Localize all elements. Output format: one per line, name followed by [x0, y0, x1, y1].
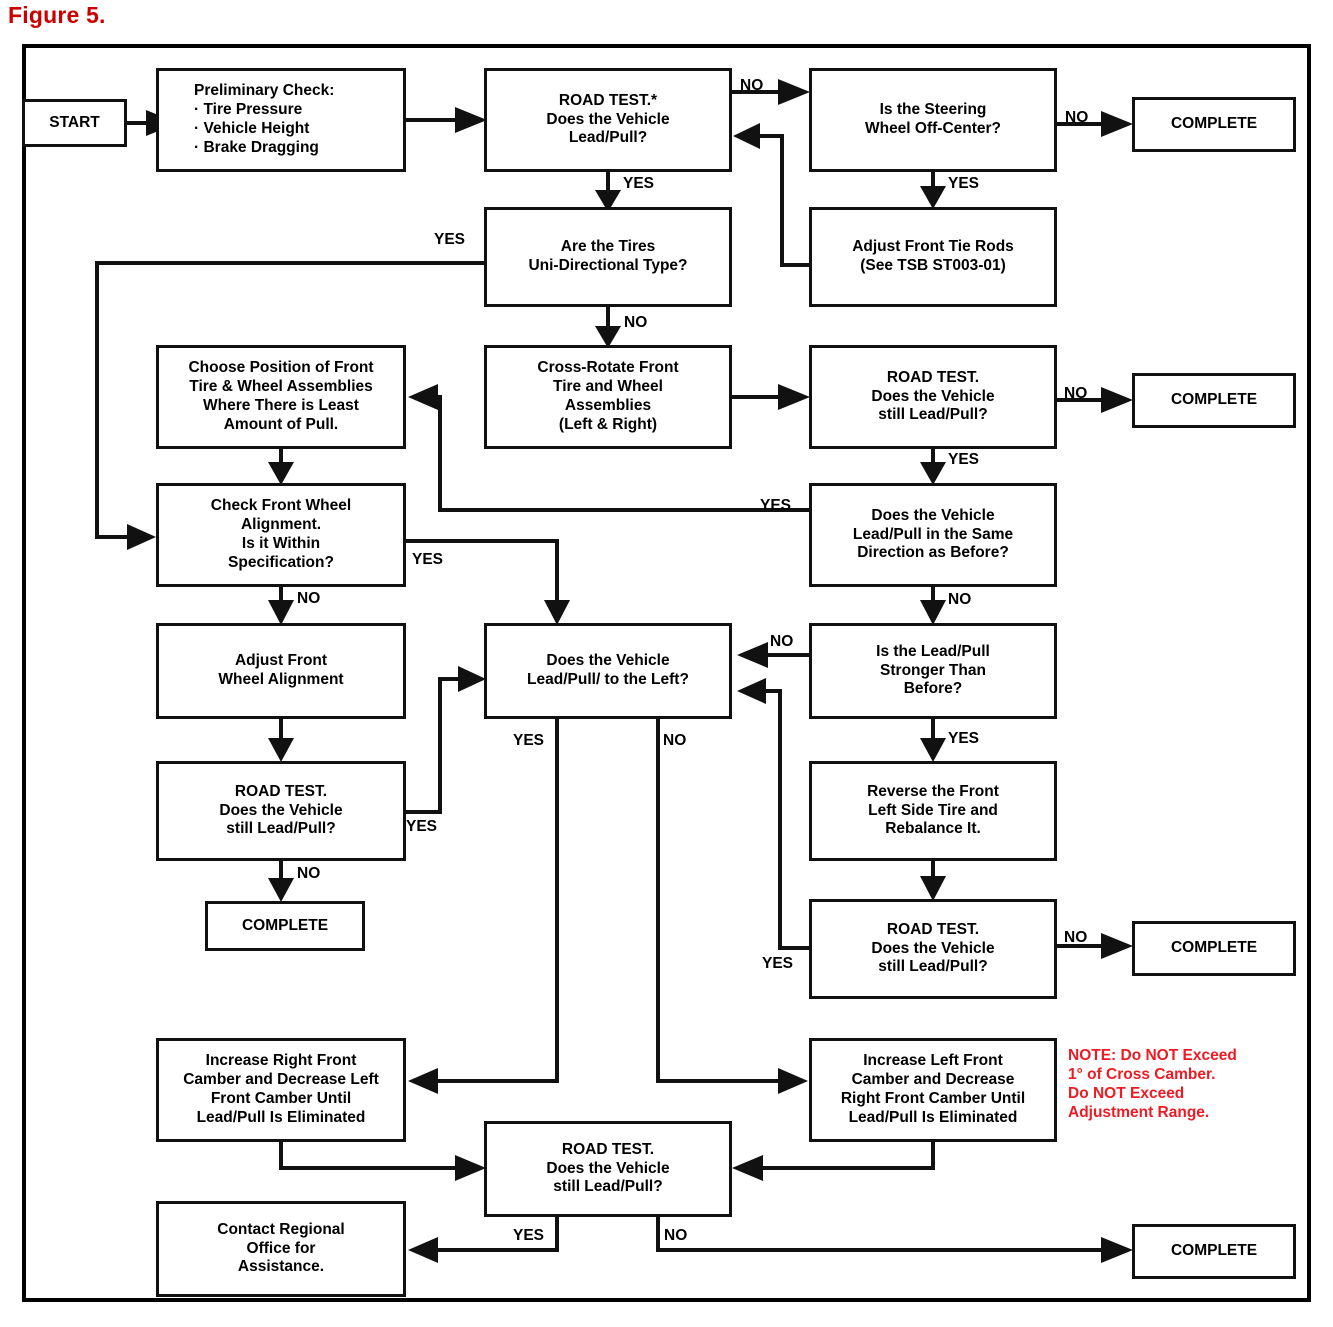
edge-label-stronger-no: NO	[770, 633, 794, 650]
edge-label-rt4-no: NO	[1064, 929, 1088, 946]
node-complete-4[interactable]: COMPLETE	[1132, 921, 1296, 976]
node-check-alignment[interactable]: Check Front Wheel Alignment. Is it Withi…	[156, 483, 406, 587]
node-increase-left-camber[interactable]: Increase Left Front Camber and Decrease …	[809, 1038, 1057, 1142]
node-same-direction[interactable]: Does the Vehicle Lead/Pull in the Same D…	[809, 483, 1057, 587]
edge-label-left-yes: YES	[513, 732, 545, 749]
node-complete-3-label: COMPLETE	[241, 916, 329, 934]
node-road-test-4[interactable]: ROAD TEST. Does the Vehicle still Lead/P…	[809, 899, 1057, 999]
node-lead-pull-left-label: Does the Vehicle Lead/Pull/ to the Left?	[527, 652, 689, 688]
node-road-test-2[interactable]: ROAD TEST. Does the Vehicle still Lead/P…	[809, 345, 1057, 449]
node-contact-regional[interactable]: Contact Regional Office for Assistance.	[156, 1201, 406, 1297]
edge-label-left-no: NO	[663, 732, 687, 749]
node-complete-2[interactable]: COMPLETE	[1132, 373, 1296, 428]
node-steering-off-center-label: Is the Steering Wheel Off-Center?	[864, 101, 1002, 137]
node-choose-position[interactable]: Choose Position of Front Tire & Wheel As…	[156, 345, 406, 449]
node-stronger-than-before-label: Is the Lead/Pull Stronger Than Before?	[876, 642, 990, 698]
node-road-test-3-label: ROAD TEST. Does the Vehicle still Lead/P…	[219, 782, 343, 838]
edge-label-align-yes: YES	[412, 551, 444, 568]
node-road-test-5-label: ROAD TEST. Does the Vehicle still Lead/P…	[546, 1140, 670, 1196]
edge-label-samedir-yes: YES	[760, 497, 792, 514]
node-tires-uni-directional-label: Are the Tires Uni-Directional Type?	[528, 238, 688, 274]
node-cross-rotate-label: Cross-Rotate Front Tire and Wheel Assemb…	[537, 359, 679, 433]
node-tires-uni-directional[interactable]: Are the Tires Uni-Directional Type?	[484, 207, 732, 307]
node-road-test-3[interactable]: ROAD TEST. Does the Vehicle still Lead/P…	[156, 761, 406, 861]
figure-title: Figure 5.	[8, 2, 106, 28]
node-road-test-1-label: ROAD TEST.* Does the Vehicle Lead/Pull?	[546, 91, 670, 147]
edge-label-rt2-no: NO	[1064, 385, 1088, 402]
edge-label-rt2-yes: YES	[948, 451, 980, 468]
node-cross-rotate[interactable]: Cross-Rotate Front Tire and Wheel Assemb…	[484, 345, 732, 449]
node-increase-right-camber-label: Increase Right Front Camber and Decrease…	[183, 1052, 379, 1126]
edge-label-align-no: NO	[297, 590, 321, 607]
edge-label-rt4-yes: YES	[762, 955, 794, 972]
node-road-test-5[interactable]: ROAD TEST. Does the Vehicle still Lead/P…	[484, 1121, 732, 1217]
edge-label-tires-no: NO	[624, 314, 648, 331]
node-start-label: START	[49, 113, 100, 131]
edge-label-steer-yes: YES	[948, 175, 980, 192]
node-adjust-tie-rods[interactable]: Adjust Front Tie Rods (See TSB ST003-01)	[809, 207, 1057, 307]
node-adjust-alignment-label: Adjust Front Wheel Alignment	[218, 652, 344, 688]
edge-label-tires-yes: YES	[434, 231, 466, 248]
node-preliminary-check-label: Preliminary Check: · Tire Pressure · Veh…	[194, 82, 335, 156]
node-lead-pull-left[interactable]: Does the Vehicle Lead/Pull/ to the Left?	[484, 623, 732, 719]
edge-label-rt1-no: NO	[740, 77, 764, 94]
node-increase-right-camber[interactable]: Increase Right Front Camber and Decrease…	[156, 1038, 406, 1142]
edge-label-rt1-yes: YES	[623, 175, 655, 192]
node-reverse-front-left[interactable]: Reverse the Front Left Side Tire and Reb…	[809, 761, 1057, 861]
node-stronger-than-before[interactable]: Is the Lead/Pull Stronger Than Before?	[809, 623, 1057, 719]
node-preliminary-check[interactable]: Preliminary Check: · Tire Pressure · Veh…	[156, 68, 406, 172]
edge-label-stronger-yes: YES	[948, 730, 980, 747]
edge-label-rt3-yes: YES	[406, 818, 438, 835]
node-complete-5-label: COMPLETE	[1170, 1242, 1258, 1260]
edge-label-steer-no: NO	[1065, 109, 1089, 126]
edge-label-rt5-no: NO	[664, 1227, 688, 1244]
node-road-test-2-label: ROAD TEST. Does the Vehicle still Lead/P…	[871, 368, 995, 424]
node-complete-1[interactable]: COMPLETE	[1132, 97, 1296, 152]
node-adjust-alignment[interactable]: Adjust Front Wheel Alignment	[156, 623, 406, 719]
node-complete-2-label: COMPLETE	[1170, 391, 1258, 409]
node-contact-regional-label: Contact Regional Office for Assistance.	[217, 1220, 345, 1276]
node-road-test-4-label: ROAD TEST. Does the Vehicle still Lead/P…	[871, 920, 995, 976]
node-road-test-1[interactable]: ROAD TEST.* Does the Vehicle Lead/Pull?	[484, 68, 732, 172]
node-steering-off-center[interactable]: Is the Steering Wheel Off-Center?	[809, 68, 1057, 172]
edge-label-samedir-no: NO	[948, 591, 972, 608]
node-check-alignment-label: Check Front Wheel Alignment. Is it Withi…	[210, 497, 352, 571]
node-start[interactable]: START	[22, 99, 127, 147]
node-choose-position-label: Choose Position of Front Tire & Wheel As…	[188, 359, 374, 433]
warning-note: NOTE: Do NOT Exceed 1° of Cross Camber. …	[1068, 1047, 1237, 1121]
node-same-direction-label: Does the Vehicle Lead/Pull in the Same D…	[852, 506, 1014, 562]
node-reverse-front-left-label: Reverse the Front Left Side Tire and Reb…	[867, 782, 999, 838]
node-adjust-tie-rods-label: Adjust Front Tie Rods (See TSB ST003-01)	[852, 238, 1014, 274]
node-complete-4-label: COMPLETE	[1170, 939, 1258, 957]
node-complete-3[interactable]: COMPLETE	[205, 901, 365, 951]
node-complete-5[interactable]: COMPLETE	[1132, 1224, 1296, 1279]
node-increase-left-camber-label: Increase Left Front Camber and Decrease …	[840, 1052, 1026, 1126]
edge-label-rt3-no: NO	[297, 865, 321, 882]
diagram-frame	[22, 44, 1311, 1302]
edge-label-rt5-yes: YES	[513, 1227, 545, 1244]
node-complete-1-label: COMPLETE	[1170, 115, 1258, 133]
